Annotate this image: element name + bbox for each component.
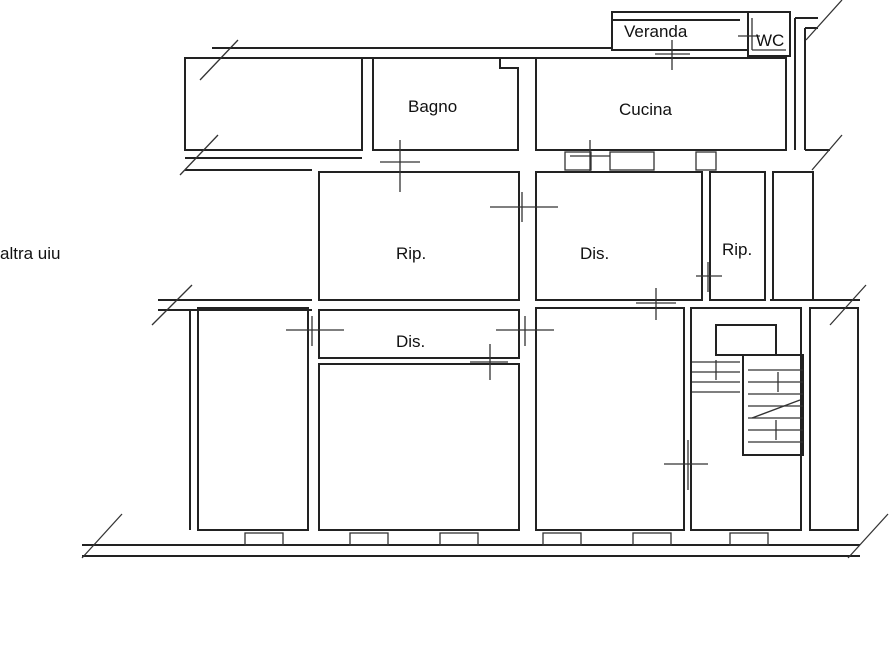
room-outlines (184, 57, 859, 531)
door-symbols (286, 35, 760, 490)
room-dis (535, 171, 703, 301)
room-far-right (772, 171, 814, 301)
label-rip-right: Rip. (722, 240, 752, 259)
room-top-left (184, 57, 363, 151)
label-bagno: Bagno (408, 97, 457, 116)
room-stair (690, 307, 802, 531)
stair-detail (692, 324, 804, 456)
room-bottom-5 (809, 307, 859, 531)
label-wc: WC (756, 31, 784, 50)
break-lines (81, 0, 889, 559)
label-altra-uiu: altra uiu (0, 244, 60, 263)
label-rip-left: Rip. (396, 244, 426, 263)
room-bottom-1 (197, 307, 309, 531)
label-cucina: Cucina (619, 100, 672, 119)
room-rip-left (318, 171, 520, 301)
window-symbols (244, 151, 769, 546)
room-cucina (535, 57, 787, 151)
room-bagno (372, 57, 519, 151)
label-veranda: Veranda (624, 22, 688, 41)
room-dis-lower (318, 309, 520, 359)
room-bottom-2 (318, 363, 520, 531)
veranda-wc-structure (611, 11, 791, 57)
room-bottom-3 (535, 307, 685, 531)
room-rip-right (709, 171, 766, 301)
label-dis-center: Dis. (580, 244, 609, 263)
label-dis-lower: Dis. (396, 332, 425, 351)
